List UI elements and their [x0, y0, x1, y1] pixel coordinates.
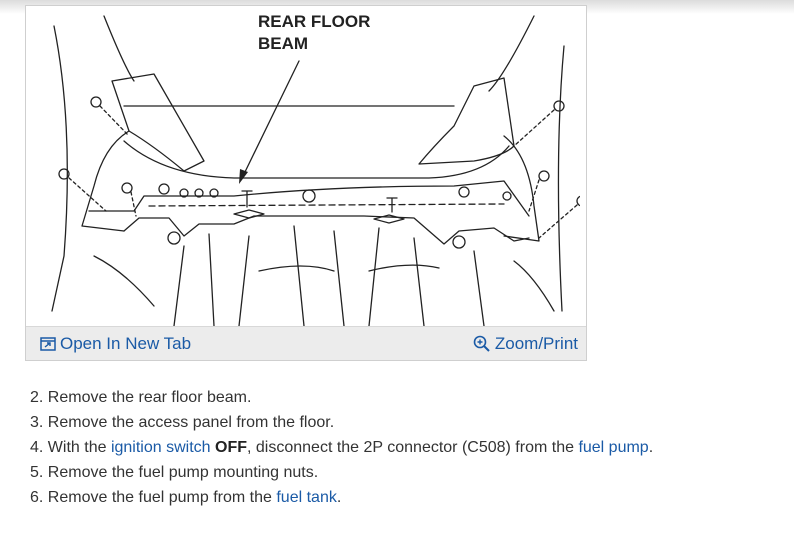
zoom-in-icon: [473, 335, 490, 352]
step-text: Remove the fuel pump from the: [47, 489, 277, 506]
step-4: 4. With the ignition switch OFF, disconn…: [30, 438, 653, 463]
step-6: 6. Remove the fuel pump from the fuel ta…: [30, 488, 653, 513]
zoom-print-label: Zoom/Print: [494, 334, 578, 353]
instruction-steps: 2. Remove the rear floor beam. 3. Remove…: [30, 388, 653, 513]
step-number: 3.: [30, 414, 44, 431]
step-text: Remove the access panel from the floor.: [47, 414, 335, 431]
step-text: .: [336, 489, 342, 506]
step-2: 2. Remove the rear floor beam.: [30, 388, 653, 413]
step-text: .: [648, 439, 654, 456]
callout-line-2: BEAM: [258, 34, 308, 53]
step-number: 5.: [30, 464, 44, 481]
open-tab-icon: [40, 337, 56, 351]
step-text: With the: [47, 439, 111, 456]
callout-line-1: REAR FLOOR: [258, 12, 370, 31]
step-text: , disconnect the 2P connector (C508) fro…: [247, 439, 579, 456]
step-text: Remove the rear floor beam.: [47, 389, 252, 406]
fuel-tank-link[interactable]: fuel tank: [276, 489, 337, 506]
zoom-print-link[interactable]: Zoom/Print: [473, 334, 578, 354]
step-number: 2.: [30, 389, 44, 406]
step-number: 6.: [30, 489, 44, 506]
open-in-new-tab-label: Open In New Tab: [60, 334, 192, 353]
step-text: Remove the fuel pump mounting nuts.: [47, 464, 319, 481]
step-5: 5. Remove the fuel pump mounting nuts.: [30, 463, 653, 488]
fuel-pump-link[interactable]: fuel pump: [578, 439, 649, 456]
step-3: 3. Remove the access panel from the floo…: [30, 413, 653, 438]
ignition-switch-link[interactable]: ignition switch: [110, 439, 211, 456]
figure-toolbar: Open In New Tab Zoom/Print: [26, 326, 586, 360]
off-emphasis: OFF: [215, 439, 247, 456]
open-in-new-tab-link[interactable]: Open In New Tab: [40, 334, 191, 354]
step-number: 4.: [30, 439, 44, 456]
rear-floor-beam-diagram: REAR FLOOR BEAM: [51, 12, 580, 327]
figure-frame: REAR FLOOR BEAM Open In New Tab Zoom/Pri…: [25, 5, 587, 361]
